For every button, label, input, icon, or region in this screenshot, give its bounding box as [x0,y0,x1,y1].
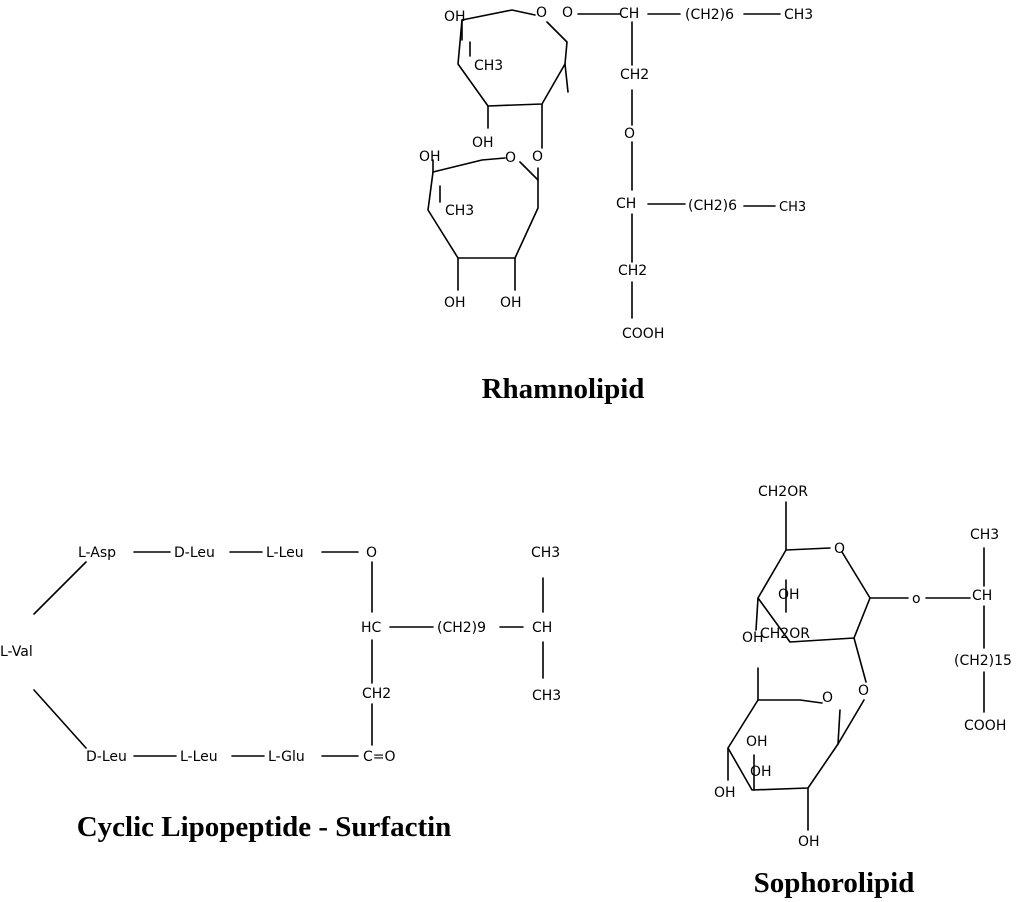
rhamnolipid-ch3-ring-1: CH3 [474,58,503,74]
sophorose-ring-2 [727,699,841,791]
sophorolipid-ring-oxygen-1: O [834,541,845,557]
sophorolipid-oh-label: OH [746,734,768,750]
sophorolipid-structure: CH2OR O CH3 OH o CH OH CH2OR (CH2)15 O O… [714,484,1012,899]
surfactin-hc-label: HC [361,620,382,636]
rhamnolipid-oh-label: OH [500,295,522,311]
sophorolipid-alkyl-chain: (CH2)15 [954,653,1012,669]
sophorolipid-cooh-label: COOH [964,718,1006,734]
surfactin-ester-oxygen: O [366,545,377,561]
rhamnolipid-oh-label: OH [444,9,466,25]
surfactin-residue-l-leu-2: L-Leu [180,749,218,765]
surfactin-ch3-bottom: CH3 [532,688,561,704]
rhamnolipid-ether-oxygen: O [624,126,635,142]
rhamnolipid-title: Rhamnolipid [482,373,645,405]
rhamnolipid-ch2-low: CH2 [618,263,647,279]
surfactin-title: Cyclic Lipopeptide - Surfactin [77,811,452,843]
rhamnolipid-glycosidic-oxygen-2: O [532,149,543,165]
sophorose-ring-1 [757,547,871,643]
surfactin-ch-label: CH [532,620,552,636]
rhamnolipid-ch3-end-1: CH3 [784,7,813,23]
rhamnolipid-ring-oxygen: O [536,5,547,21]
rhamnolipid-oh-label: OH [444,295,466,311]
sophorolipid-glycosidic-oxygen-2: O [858,683,869,699]
rhamnolipid-oh-label: OH [472,135,494,151]
rhamnolipid-structure: OH O O CH (CH2)6 CH3 CH3 CH2 OH O O OH O… [419,5,813,405]
sophorolipid-ch2or-bottom: CH2OR [760,626,810,642]
sophorolipid-oh-label: OH [798,834,820,850]
rhamnolipid-ring-oxygen-2: O [505,150,516,166]
surfactin-residue-l-glu: L-Glu [268,749,305,765]
rhamnolipid-oh-label: OH [419,149,441,165]
surfactin-residue-l-leu: L-Leu [266,545,304,561]
sophorolipid-oh-label: OH [714,785,736,801]
sophorolipid-ch3-label: CH3 [970,527,999,543]
rhamnolipid-ch-label-2: CH [616,196,636,212]
sophorolipid-oh-label: OH [778,587,800,603]
rhamnolipid-ch-label: CH [619,6,639,22]
surfactin-alkyl-chain: (CH2)9 [437,620,486,636]
rhamnolipid-alkyl-chain-2: (CH2)6 [688,198,737,214]
surfactin-residue-l-asp: L-Asp [78,545,116,561]
rhamnolipid-cooh-label: COOH [622,326,664,342]
rhamnolipid-ch3-end-2: CH3 [779,200,806,215]
rhamnolipid-alkyl-chain-1: (CH2)6 [685,7,734,23]
surfactin-residue-d-leu-2: D-Leu [86,749,127,765]
surfactin-residue-d-leu: D-Leu [174,545,215,561]
rhamnolipid-ch3-ring-2: CH3 [445,203,474,219]
surfactin-structure: L-Asp D-Leu L-Leu O CH3 L-Val HC (CH2)9 … [0,545,561,843]
sophorolipid-title: Sophorolipid [754,867,915,899]
sophorolipid-ring-oxygen-2: O [822,690,833,706]
sophorolipid-oh-label: OH [750,764,772,780]
rhamnolipid-ch2-link: CH2 [620,67,649,83]
surfactin-ch3-top: CH3 [531,545,560,561]
surfactin-residue-l-val: L-Val [0,644,33,660]
surfactin-carbonyl-label: C=O [363,749,396,765]
sophorolipid-oh-label: OH [742,630,764,646]
sophorolipid-ch2or-top: CH2OR [758,484,808,500]
sophorolipid-ch-label: CH [972,588,992,604]
surfactin-ch2-label: CH2 [362,686,391,702]
rhamnolipid-glycosidic-oxygen: O [562,5,573,21]
sophorolipid-glycosidic-oxygen: o [912,591,921,607]
